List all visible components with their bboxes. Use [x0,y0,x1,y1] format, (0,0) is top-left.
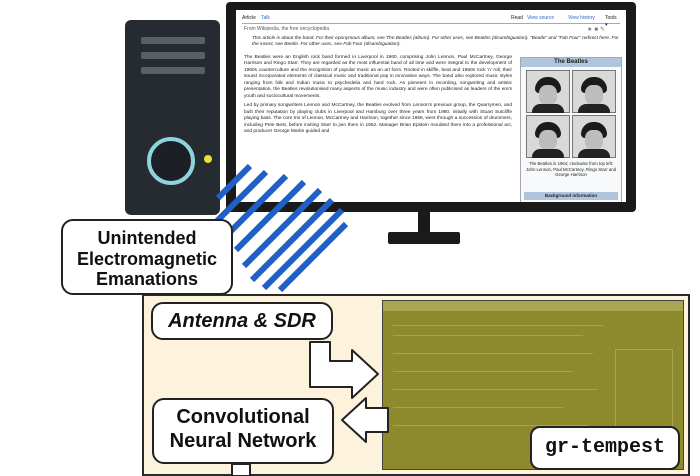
drive-bay [141,67,205,74]
monitor-screen: Article Talk Read View source View histo… [236,10,626,202]
page-status-icons: ★■✎ [587,26,607,34]
capture-band [383,301,683,311]
band-photo[interactable] [526,115,570,158]
emanations-label: Unintended Electromagnetic Emanations [61,219,233,295]
arrow-antenna-to-capture [309,341,379,399]
wave-stripe [241,187,323,269]
capture-line [393,425,588,426]
wiki-tab-bar: Article Talk Read View source View histo… [242,14,620,28]
tab-article[interactable]: Article [242,15,256,21]
emanation-waves [213,163,349,293]
band-photo[interactable] [572,115,616,158]
wave-stripe [249,197,335,283]
arrow-capture-to-cnn [341,397,389,443]
band-photo[interactable] [526,70,570,113]
antenna-sdr-label: Antenna & SDR [151,302,333,340]
capture-line [393,335,583,336]
article-paragraph: The Beatles were an English rock band fo… [244,55,512,99]
band-photo[interactable] [572,70,616,113]
capture-line [393,325,603,326]
tools-menu[interactable]: Tools ▾ [605,15,617,28]
wiki-tagline: From Wikipedia, the free encyclopedia [244,26,330,32]
capture-line [393,407,563,408]
tab-view-source[interactable]: View source [527,15,555,21]
monitor-neck [418,212,430,232]
infobox-title: The Beatles [521,58,621,67]
article-body: The Beatles were an English rock band fo… [244,55,512,139]
wave-stripe [215,163,253,201]
capture-line [393,389,598,390]
capture-line [393,371,573,372]
wave-stripe [233,179,307,253]
monitor-stand [388,232,460,244]
drive-bay [141,52,205,59]
infobox-caption: The Beatles in 1964; clockwise from top … [526,161,616,178]
capture-line [393,353,593,354]
wave-stripe [225,173,289,237]
fan-icon [147,137,195,185]
wave-stripe [277,221,349,293]
cnn-label: Convolutional Neural Network [152,398,334,464]
wave-stripe [213,169,269,225]
drive-bay [141,37,205,44]
wave-stripe [261,207,345,291]
power-led [204,155,212,163]
article-paragraph: Led by primary songwriters Lennon and Mc… [244,103,512,135]
tab-talk[interactable]: Talk [261,15,270,21]
language-icon: ✎ [600,27,608,33]
hatnote: This article is about the band. For thei… [252,36,619,48]
gr-tempest-label: gr-tempest [530,426,680,470]
infobox-section-header: Background information [524,192,618,200]
lock-icon: ■ [594,27,601,33]
arrow-cnn-down [231,463,251,476]
star-icon: ★ [587,27,595,33]
tab-view-history[interactable]: View history [568,15,595,21]
tab-read[interactable]: Read [511,15,523,21]
infobox: The Beatles The Beatles in 1964; clockwi… [520,57,622,202]
